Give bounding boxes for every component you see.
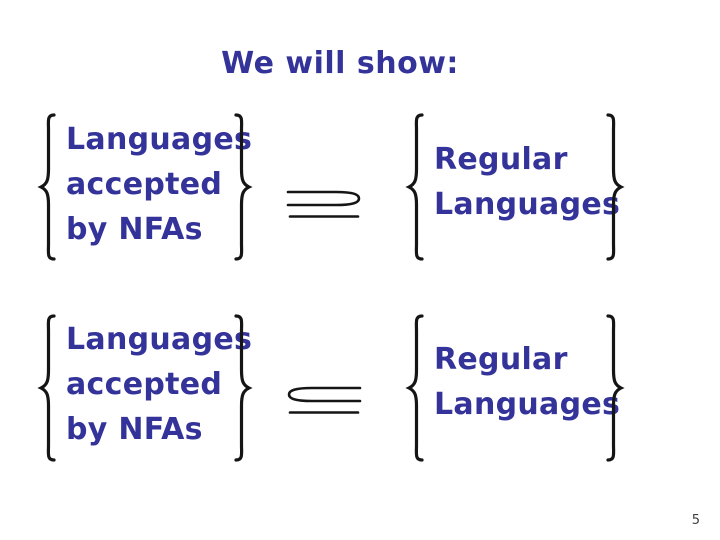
close-brace-icon [234, 314, 253, 462]
set-line: Regular [434, 342, 568, 377]
open-brace-icon [37, 113, 56, 261]
set-line: Languages [434, 387, 621, 422]
set-line: by NFAs [66, 412, 203, 447]
open-brace-icon [405, 314, 424, 462]
page-number: 5 [691, 513, 700, 528]
set-line: Regular [434, 142, 568, 177]
slide-title: We will show: [221, 46, 459, 81]
set-line: Languages [434, 187, 621, 222]
regular-languages-set: Regular Languages [434, 137, 620, 227]
close-brace-icon [234, 113, 253, 261]
nfa-languages-set: Languages accepted by NFAs [66, 117, 252, 252]
regular-languages-set: Regular Languages [434, 337, 620, 427]
superset-icon [286, 190, 361, 218]
close-brace-icon [606, 113, 625, 261]
nfa-languages-set: Languages accepted by NFAs [66, 317, 252, 452]
open-brace-icon [405, 113, 424, 261]
set-line: Languages [66, 322, 253, 357]
set-line: by NFAs [66, 212, 203, 247]
set-line: accepted [66, 167, 223, 202]
set-line: Languages [66, 122, 253, 157]
close-brace-icon [606, 314, 625, 462]
set-line: accepted [66, 367, 223, 402]
subset-icon [287, 386, 362, 414]
open-brace-icon [37, 314, 56, 462]
